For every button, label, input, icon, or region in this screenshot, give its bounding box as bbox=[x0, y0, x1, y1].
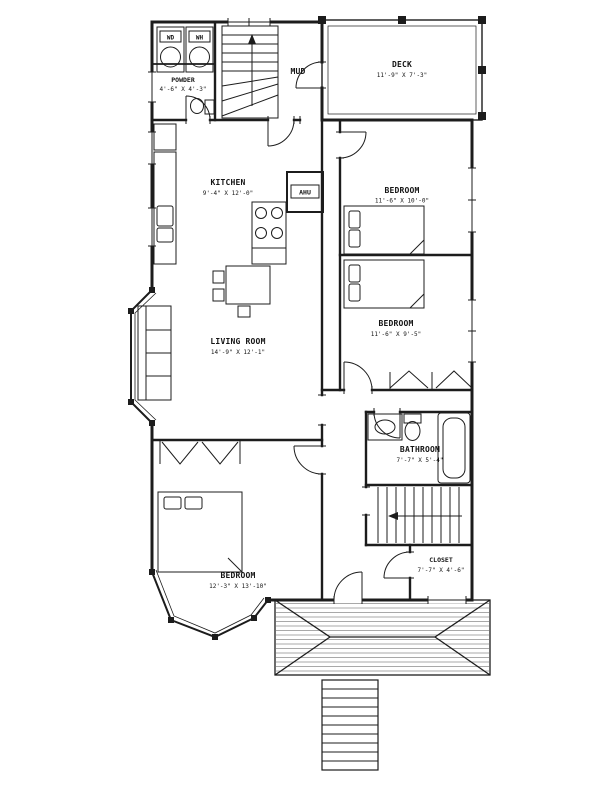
bedroom-top-dims: 11'-6" X 10'-0" bbox=[375, 198, 429, 205]
bathroom-dims: 7'-7" X 5'-4" bbox=[397, 457, 444, 464]
water-heater bbox=[185, 26, 214, 73]
stairs-up-arrow bbox=[248, 34, 256, 44]
bedroom-middle-dims: 11'-6" X 9'-5" bbox=[371, 331, 422, 338]
sink bbox=[374, 419, 396, 435]
exterior-walls bbox=[150, 20, 474, 602]
deck-dims: 11'-9" X 7'-3" bbox=[377, 72, 428, 79]
chair bbox=[212, 288, 225, 302]
vanity bbox=[367, 413, 403, 441]
interior-walls bbox=[150, 20, 474, 602]
bathroom-fixtures bbox=[190, 98, 471, 484]
bed-top bbox=[343, 205, 425, 255]
labels: WD WH POWDER 4'-6" X 4'-3" MUD DECK 11'-… bbox=[160, 35, 465, 591]
bathroom-label: BATHROOM bbox=[400, 445, 440, 454]
toilet-tank bbox=[403, 413, 422, 424]
bedroom-bottom-label: BEDROOM bbox=[220, 571, 255, 580]
powder-toilet-tank bbox=[204, 99, 215, 115]
ahu-closet bbox=[286, 171, 324, 213]
refrigerator bbox=[153, 123, 177, 151]
chair bbox=[237, 305, 251, 318]
powder-label: POWDER bbox=[171, 76, 195, 84]
living-room-label: LIVING ROOM bbox=[210, 337, 265, 346]
porch-roof bbox=[274, 599, 491, 676]
ahu-label: AHU bbox=[299, 189, 311, 197]
windows bbox=[148, 18, 476, 604]
powder-dims: 4'-6" X 4'-3" bbox=[160, 86, 207, 93]
laundry-fixtures bbox=[156, 26, 214, 73]
bedroom-top-label: BEDROOM bbox=[384, 186, 419, 195]
deck-posts bbox=[318, 16, 486, 120]
kitchen-dims: 9'-4" X 12'-0" bbox=[203, 190, 254, 197]
water-heater-label: WH bbox=[196, 35, 204, 42]
bed-bottom bbox=[157, 491, 243, 573]
closet-dims: 7'-7" X 4'-6" bbox=[418, 567, 465, 574]
bedroom-bottom-dims: 12'-3" X 13'-10" bbox=[209, 583, 267, 590]
bed-middle bbox=[343, 259, 425, 309]
washer-label: WD bbox=[167, 35, 175, 42]
dining-table bbox=[225, 265, 271, 305]
living-room-dims: 14'-9" X 12'-1" bbox=[211, 349, 265, 356]
basement-stairs bbox=[377, 487, 462, 543]
kitchen-sink bbox=[156, 205, 174, 227]
beds bbox=[157, 205, 425, 573]
powder-toilet-bowl bbox=[190, 98, 204, 114]
bedroom-middle-label: BEDROOM bbox=[378, 319, 413, 328]
bay-mullions bbox=[128, 287, 271, 640]
deck-label: DECK bbox=[392, 60, 412, 69]
bathtub bbox=[437, 412, 471, 484]
kitchen-counter bbox=[153, 151, 177, 265]
sofa bbox=[137, 305, 172, 401]
mud-label: MUD bbox=[290, 67, 305, 76]
bay-windows bbox=[128, 287, 271, 640]
closet-label: CLOSET bbox=[429, 556, 453, 564]
porch-steps bbox=[321, 679, 379, 771]
bifold-doors bbox=[159, 370, 473, 465]
chair bbox=[212, 270, 225, 284]
kitchen-fixtures bbox=[153, 123, 287, 318]
mud-stairs bbox=[221, 25, 279, 119]
washer bbox=[156, 26, 185, 73]
kitchen-label: KITCHEN bbox=[210, 178, 245, 187]
stairs-down-arrow bbox=[388, 512, 398, 520]
toilet-bowl bbox=[404, 421, 421, 441]
